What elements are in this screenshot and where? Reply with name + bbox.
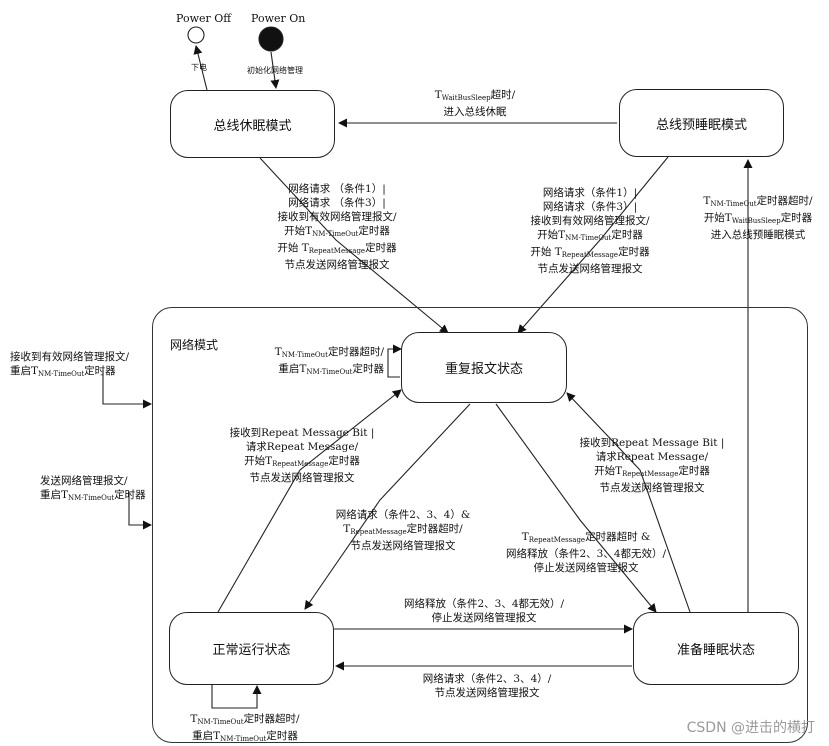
- arrow-ext-send: [128, 492, 152, 530]
- watermark: CSDN @进击的横打: [686, 720, 815, 736]
- state-normal-operation: 正常运行状态: [169, 612, 334, 685]
- arrow-normal-to-repeat: [217, 389, 402, 613]
- state-prepare-bus-sleep: 总线预睡眠模式: [619, 89, 784, 157]
- arrow-prep-to-repeat: [517, 156, 669, 334]
- arrow-sleep-to-poweroff: [193, 45, 208, 91]
- label-normal-to-repeat: 接收到Repeat Message Bit | 请求Repeat Message…: [229, 427, 375, 484]
- label-ext-receive: 接收到有效网络管理报文/ 重启TNM-TimeOut定时器: [10, 351, 130, 378]
- label-ready-to-normal: 网络请求（条件2、3、4）/ 节点发送网络管理报文: [422, 673, 552, 699]
- arrow-repeat-self: [387, 344, 402, 378]
- power-off-label: Power Off: [176, 12, 232, 25]
- label-repeat-to-normal: 网络请求（条件2、3、4）& TRepeatMessage定时器超时/ 节点发送…: [335, 509, 471, 552]
- arrow-ready-to-repeat: [566, 392, 691, 613]
- power-off-marker: [187, 26, 205, 44]
- power-on-label: Power On: [251, 12, 306, 25]
- label-normal-self: TNM-TimeOut定时器超时/ 重启TNM-TimeOut定时器: [190, 713, 300, 743]
- state-normal-operation-label: 正常运行状态: [212, 643, 291, 658]
- state-repeat-message: 重复报文状态: [401, 332, 567, 403]
- label-prep-to-sleep: TWaitBusSleep超时/ 进入总线休眠: [434, 89, 516, 118]
- arrow-ext-receive: [102, 370, 152, 409]
- label-repeat-to-ready: TRepeatMessage定时器超时 & 网络释放（条件2、3、4都无效）/ …: [505, 531, 667, 574]
- power-on-caption: 初始化网络管理: [247, 66, 303, 75]
- state-ready-sleep-label: 准备睡眠状态: [676, 643, 755, 658]
- arrow-repeat-to-normal: [304, 403, 471, 610]
- arrow-sleep-to-repeat: [259, 157, 449, 334]
- arrow-normal-self: [211, 685, 262, 709]
- power-on-marker: [258, 26, 284, 52]
- state-ready-sleep: 准备睡眠状态: [633, 612, 799, 685]
- label-normal-to-ready: 网络释放（条件2、3、4都无效）/ 停止发送网络管理报文: [403, 598, 565, 624]
- state-repeat-message-label: 重复报文状态: [444, 362, 523, 377]
- label-sleep-to-repeat: 网络请求 （条件1）| 网络请求 （条件3）| 接收到有效网络管理报文/ 开始T…: [277, 183, 397, 271]
- label-repeat-self: TNM-TimeOut定时器超时/ 重启TNM-TimeOut定时器: [274, 346, 384, 376]
- network-mode-title: 网络模式: [170, 338, 219, 352]
- state-bus-sleep: 总线休眠模式: [170, 90, 335, 158]
- label-ready-to-repeat: 接收到Repeat Message Bit | 请求Repeat Message…: [579, 437, 725, 494]
- network-mode-region: [152, 307, 808, 743]
- arrow-poweron-to-sleep: [270, 51, 280, 89]
- arrow-repeat-to-ready: [495, 403, 657, 613]
- state-prepare-bus-sleep-label: 总线预睡眠模式: [655, 117, 747, 133]
- label-ready-to-prep: TNM-TimeOut定时器超时/ 开始TWaitBusSleep定时器 进入总…: [703, 195, 813, 241]
- state-bus-sleep-label: 总线休眠模式: [213, 118, 292, 134]
- label-ext-send: 发送网络管理报文/ 重启TNM-TimeOut定时器: [40, 475, 146, 502]
- label-prep-to-repeat: 网络请求（条件1）| 网络请求（条件3）| 接收到有效网络管理报文/ 开始TNM…: [530, 187, 650, 275]
- power-off-caption: 下电: [191, 63, 207, 72]
